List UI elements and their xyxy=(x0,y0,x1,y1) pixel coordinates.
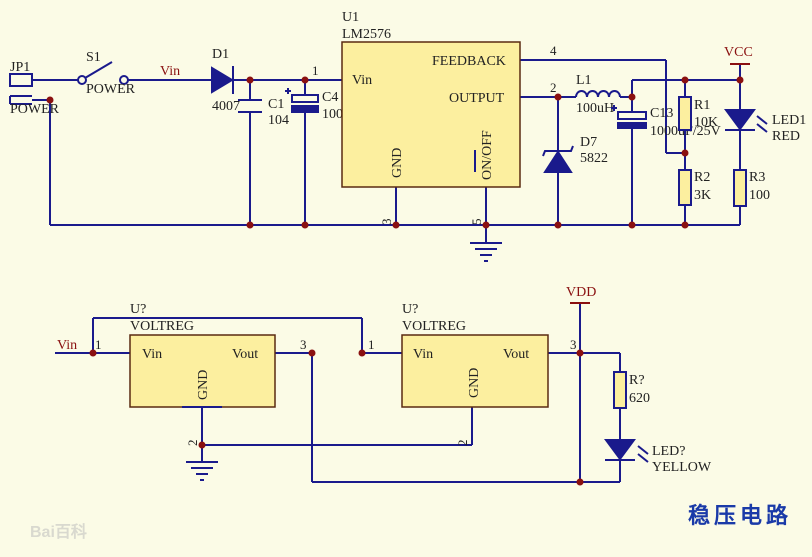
u1-lm2576-chip xyxy=(341,41,521,188)
led1-ref: LED1 xyxy=(772,113,806,128)
u1-pin-number-3: 3 xyxy=(379,219,394,226)
r3-ref: R3 xyxy=(749,170,765,185)
vdd-label: VDD xyxy=(566,285,596,300)
l1-inductor xyxy=(575,90,621,98)
diagram-title: 稳压电路 xyxy=(688,503,792,529)
u1-pin-vin: Vin xyxy=(352,73,372,88)
u1-pin-gnd: GND xyxy=(390,148,405,178)
vin-net-label: Vin xyxy=(160,64,180,79)
c1-ref: C1 xyxy=(268,97,284,112)
u1-pin-feedback: FEEDBACK xyxy=(432,54,506,69)
led1-diode xyxy=(724,109,768,133)
reg1-pin-vin: Vin xyxy=(142,347,162,362)
d1-value: 4007 xyxy=(212,99,240,114)
reg1-part: VOLTREG xyxy=(130,319,194,334)
u1-pin-number-4: 4 xyxy=(550,43,557,58)
r620-resistor xyxy=(613,371,627,409)
upper-junctions xyxy=(46,76,744,229)
c1-capacitor xyxy=(238,99,262,113)
c4-capacitor xyxy=(285,88,319,113)
ground-symbol-lower xyxy=(186,461,218,481)
l1-ref: L1 xyxy=(576,73,592,88)
reg2-pin-number-gnd: 2 xyxy=(455,440,470,447)
s1-label: POWER xyxy=(86,82,136,97)
reg1-pin-number-gnd: 2 xyxy=(185,440,200,447)
reg2-voltreg-chip xyxy=(401,334,549,408)
ground-symbol-upper xyxy=(470,242,502,262)
r3-value: 100 xyxy=(749,188,770,203)
s1-ref: S1 xyxy=(86,50,101,65)
u1-pin-number-5: 5 xyxy=(469,219,484,226)
lower-junctions xyxy=(89,349,584,486)
reg1-pin-gnd: GND xyxy=(196,370,211,400)
l1-value: 100uH xyxy=(576,101,614,116)
r1-ref: R1 xyxy=(694,98,710,113)
r3-resistor xyxy=(733,169,747,207)
vcc-label: VCC xyxy=(724,45,753,60)
s1-switch xyxy=(77,61,129,85)
lower-wires xyxy=(55,303,621,483)
u1-part: LM2576 xyxy=(342,27,391,42)
reg2-pin-number-out: 3 xyxy=(570,337,577,352)
d1-diode xyxy=(211,66,234,94)
reg2-pin-vout: Vout xyxy=(503,347,529,362)
c1-value: 104 xyxy=(268,113,289,128)
u1-ref: U1 xyxy=(342,10,359,25)
reg1-ref: U? xyxy=(130,302,146,317)
c13-ref: C13 xyxy=(650,106,673,121)
r620-value: 620 xyxy=(629,391,650,406)
reg2-ref: U? xyxy=(402,302,418,317)
c13-capacitor xyxy=(611,105,647,129)
u1-pin-onoff: ON/OFF xyxy=(480,130,495,180)
reg1-pin-vout: Vout xyxy=(232,347,258,362)
jp1-ref: JP1 xyxy=(10,60,30,75)
led1-value: RED xyxy=(772,129,800,144)
reg1-pin-number-in: 1 xyxy=(95,337,102,352)
d7-value: 5822 xyxy=(580,151,608,166)
c13-value: 1000uF/25V xyxy=(650,124,721,139)
upper-wires xyxy=(32,59,741,242)
r2-value: 3K xyxy=(694,188,711,203)
d7-diode xyxy=(542,145,574,173)
d7-ref: D7 xyxy=(580,135,597,150)
r1-resistor xyxy=(678,96,692,131)
reg1-voltreg-chip xyxy=(129,334,276,408)
u1-pin-number-2: 2 xyxy=(550,80,557,95)
r1-value: 10K xyxy=(694,115,718,130)
c4-ref: C4 xyxy=(322,90,338,105)
reg2-part: VOLTREG xyxy=(402,319,466,334)
u1-pin-output: OUTPUT xyxy=(449,91,505,106)
led-yellow-value: YELLOW xyxy=(652,460,712,475)
jp1-label: POWER xyxy=(10,102,60,117)
reg2-pin-number-in: 1 xyxy=(368,337,375,352)
reg2-pin-gnd: GND xyxy=(467,368,482,398)
led-yellow-ref: LED? xyxy=(652,444,685,459)
lower-vin-label: Vin xyxy=(57,338,77,353)
jp1-connector xyxy=(9,73,33,105)
r2-resistor xyxy=(678,169,692,206)
baidu-watermark: Bai百科 xyxy=(30,522,87,541)
led-yellow-diode xyxy=(604,439,649,463)
reg2-pin-vin: Vin xyxy=(413,347,433,362)
d1-ref: D1 xyxy=(212,47,229,62)
u1-pin-number-1: 1 xyxy=(312,63,319,78)
r620-ref: R? xyxy=(629,373,645,388)
r2-ref: R2 xyxy=(694,170,710,185)
reg1-pin-number-out: 3 xyxy=(300,337,307,352)
